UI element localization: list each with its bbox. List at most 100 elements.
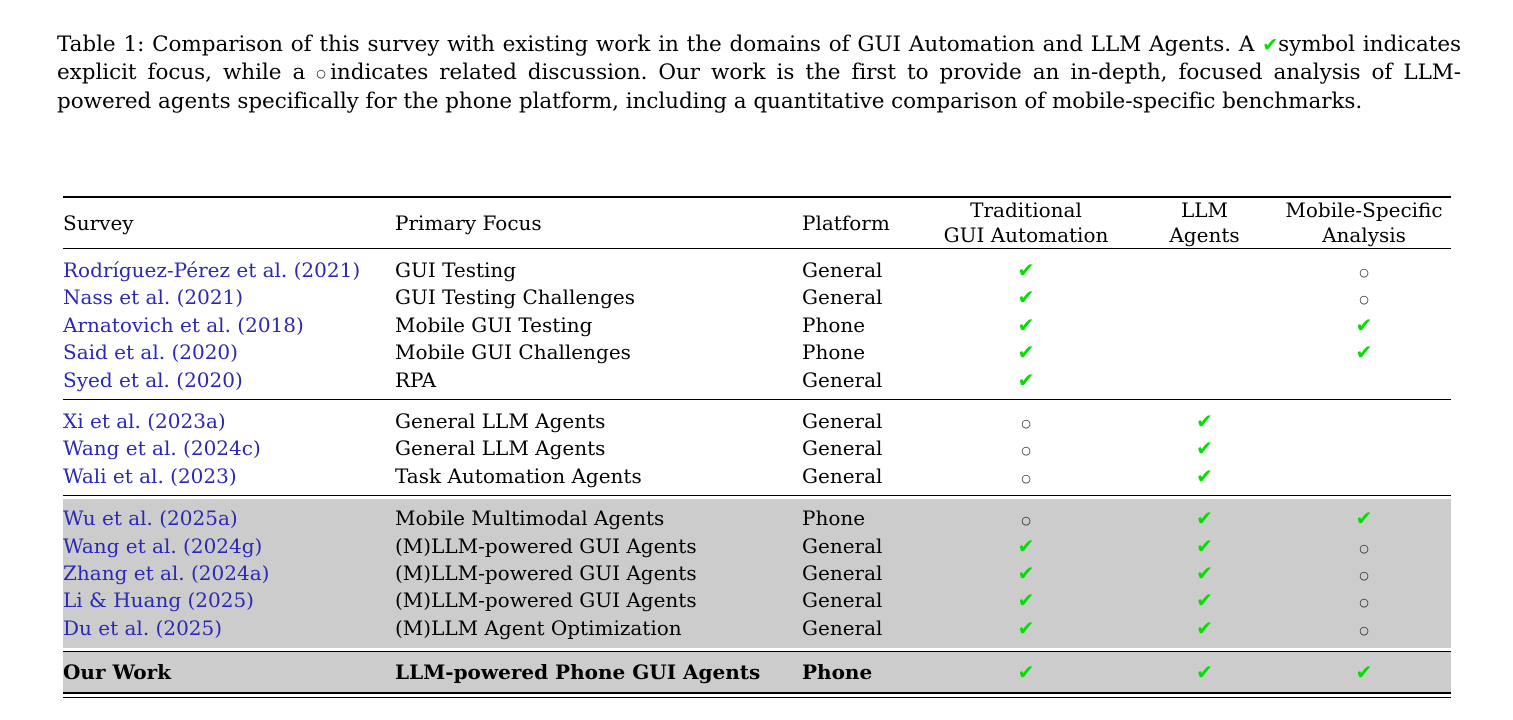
llm-agents-mark [1132,257,1277,284]
caption-text-part2: symbol indicates explicit focus, while a [57,32,1461,86]
circle-icon: ○ [1021,471,1031,485]
caption-text-part1: Table 1: Comparison of this survey with … [57,32,1263,57]
traditional-gui-automation-mark: ✔ [920,339,1132,366]
traditional-gui-automation-mark: ✔ [920,560,1132,588]
traditional-gui-automation-mark: ✔ [920,257,1132,284]
check-icon: ✔ [1017,367,1035,392]
check-icon: ✔ [1196,506,1213,531]
cell-platform: General [802,436,883,461]
llm-agents-mark: ✔ [1132,587,1277,615]
citation-link[interactable]: Nass et al. (2021) [63,285,244,310]
column-header-survey: Survey [63,210,134,235]
column-header-traditional-gui-automation: Traditional GUI Automation [943,198,1109,247]
check-icon: ✔ [1017,340,1035,365]
circle-icon: ○ [1359,293,1369,307]
mobile-specific-analysis-mark: ○ [1277,532,1451,561]
cell-survey: Zhang et al. (2024a) [63,560,395,588]
llm-agents-mark: ✔ [1132,463,1277,490]
table-row: Rodríguez-Pérez et al. (2021) GUI Testing… [63,257,1451,284]
cell-platform: General [802,587,920,615]
table-row: Nass et al. (2021)GUI Testing Challenges… [63,284,1451,311]
citation-link[interactable]: Wu et al. (2025a) [63,506,238,531]
check-icon: ✔ [1196,533,1213,558]
llm-agents-mark: ✔ [1132,560,1277,588]
check-icon: ✔ [1355,340,1373,365]
citation-link[interactable]: Rodríguez-Pérez et al. (2021) [63,258,361,282]
citation-link[interactable]: Syed et al. (2020) [63,367,243,392]
mobile-specific-analysis-mark: ○ [1277,560,1451,588]
mobile-specific-analysis-mark: ✔ [1277,312,1451,339]
cell-survey: Said et al. (2020) [63,339,395,366]
cell-primary-focus: GUI Testing [395,258,517,282]
cell-survey: Rodríguez-Pérez et al. (2021) [63,257,395,284]
table-group-rule-2 [63,495,1451,497]
citation-link[interactable]: Said et al. (2020) [63,340,238,365]
traditional-gui-automation-mark: ✔ [920,367,1132,394]
citation-link[interactable]: Du et al. (2025) [63,615,223,640]
mobile-specific-analysis-mark [1277,435,1451,462]
circle-icon: ○ [1359,569,1369,583]
citation-link[interactable]: Li & Huang (2025) [63,588,254,613]
our-work-survey: Our Work [63,657,395,688]
highlight-pad-bottom [63,642,1451,649]
highlight-pad-top [63,499,1451,506]
cell-survey: Xi et al. (2023a) [63,408,395,435]
check-icon: ✔ [1196,436,1213,461]
llm-agents-mark [1132,339,1277,366]
citation-link[interactable]: Wang et al. (2024g) [63,533,263,558]
cell-survey: Du et al. (2025) [63,614,395,643]
check-icon: ✔ [1196,615,1213,640]
citation-link[interactable]: Wali et al. (2023) [63,463,237,488]
cell-platform: Phone [802,340,866,365]
citation-link[interactable]: Arnatovich et al. (2018) [63,312,304,337]
check-icon: ✔ [1017,285,1035,310]
check-icon: ✔ [1355,506,1373,531]
comparison-table-wrapper: Survey Primary Focus Platform Traditiona… [63,196,1451,699]
table-header-rule [63,248,1451,249]
cell-platform: General [802,560,920,588]
llm-agents-mark [1132,284,1277,311]
cell-platform: General [802,367,883,392]
cell-platform: General [802,258,883,282]
circle-icon: ○ [1021,417,1031,431]
table-ourwork-rule-top [63,651,1451,653]
circle-icon: ○ [1359,596,1369,610]
traditional-gui-automation-mark: ○ [920,505,1132,533]
table-row: Wali et al. (2023) Task Automation Agents… [63,463,1451,490]
cell-survey: Wang et al. (2024g) [63,532,395,561]
our-work-mobile-mark: ✔ [1277,657,1451,688]
traditional-gui-automation-mark: ○ [920,463,1132,490]
cell-primary-focus: Task Automation Agents [395,463,642,488]
mobile-specific-analysis-mark: ○ [1277,587,1451,615]
check-icon: ✔ [1196,409,1213,434]
our-work-platform: Phone [802,657,920,688]
table-header-row: Survey Primary Focus Platform Traditiona… [63,198,1451,249]
cell-survey: Nass et al. (2021) [63,284,395,311]
llm-agents-mark [1132,312,1277,339]
cell-platform: General [802,285,883,310]
comparison-table: Survey Primary Focus Platform Traditiona… [63,196,1451,699]
our-work-llm-mark: ✔ [1132,657,1277,688]
cell-platform: General [802,614,920,643]
cell-survey: Wang et al. (2024c) [63,435,395,462]
traditional-gui-automation-mark: ○ [920,435,1132,462]
column-header-mobile-specific-analysis: Mobile-Specific Analysis [1285,198,1443,247]
spacer [63,249,1451,257]
check-icon: ✔ [1017,258,1035,282]
check-icon: ✔ [1355,660,1373,685]
traditional-gui-automation-mark: ✔ [920,312,1132,339]
check-icon: ✔ [1017,312,1035,337]
citation-link[interactable]: Xi et al. (2023a) [63,409,226,434]
column-header-platform: Platform [802,210,890,235]
check-icon: ✔ [1017,588,1035,613]
cell-survey: Li & Huang (2025) [63,587,395,615]
citation-link[interactable]: Wang et al. (2024c) [63,436,261,461]
table-row: Li & Huang (2025)(M)LLM-powered GUI Agen… [63,587,1451,615]
our-work-traditional-mark: ✔ [920,657,1132,688]
citation-link[interactable]: Zhang et al. (2024a) [63,561,270,586]
mobile-specific-analysis-mark: ○ [1277,284,1451,311]
